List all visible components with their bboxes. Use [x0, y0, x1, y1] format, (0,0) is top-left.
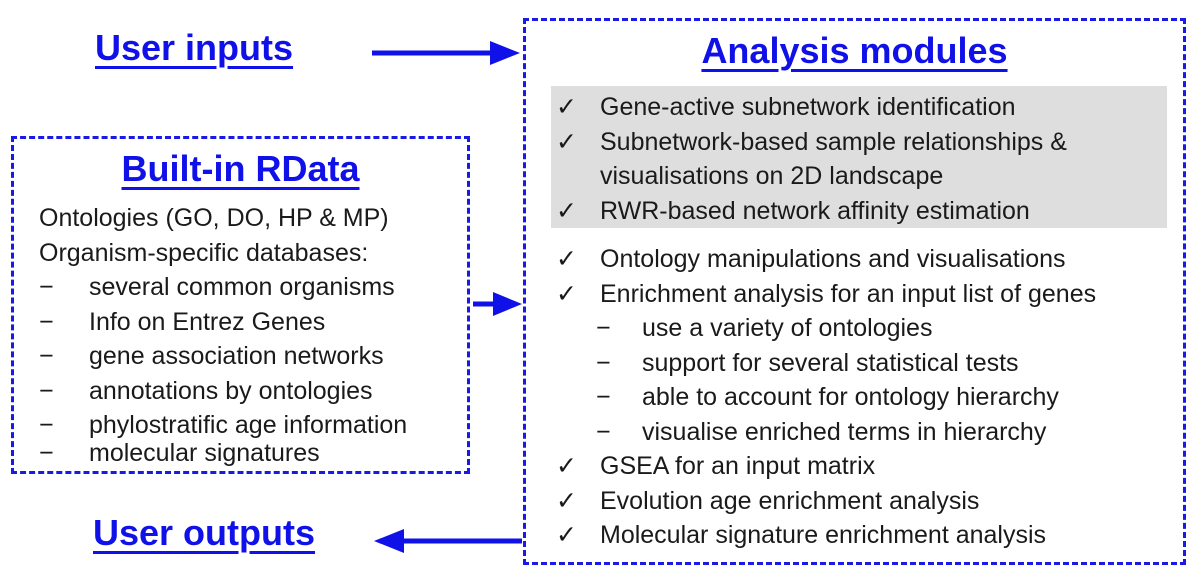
check-icon: ✓ [556, 486, 577, 515]
rdata-organism-line: Organism-specific databases: [39, 238, 369, 267]
rdata-item: − Info on Entrez Genes [39, 305, 325, 340]
module-item: ✓ Subnetwork-based sample relationships & [556, 125, 1067, 160]
rdata-item: − molecular signatures [39, 436, 320, 471]
rdata-item-label: annotations by ontologies [89, 376, 373, 405]
rdata-item: − phylostratific age information [39, 408, 407, 443]
rdata-to-modules-arrow [473, 292, 522, 316]
module-label: Subnetwork-based sample relationships & [600, 127, 1067, 156]
network-modules-highlight [551, 86, 1167, 228]
module-item: ✓ RWR-based network affinity estimation [556, 194, 1030, 229]
check-icon: ✓ [556, 279, 577, 308]
module-label: Evolution age enrichment analysis [600, 486, 980, 515]
dash-marker: − [596, 314, 611, 342]
modules-title: Analysis modules [701, 30, 1008, 71]
rdata-title: Built-in RData [121, 148, 360, 189]
analysis-modules-box: Analysis modules ✓ Gene-active subnetwork… [523, 18, 1186, 565]
inputs-to-modules-arrow [372, 41, 520, 65]
rdata-item-label: gene association networks [89, 342, 384, 370]
module-item: ✓ Enrichment analysis for an input list o… [556, 277, 1096, 312]
module-subitem: − visualise enriched terms in hierarchy [596, 415, 1046, 450]
rdata-item: − several common organisms [39, 270, 395, 305]
dash-marker: − [596, 348, 611, 377]
module-subitem: − able to account for ontology hierarchy [596, 380, 1059, 415]
dash-marker: − [39, 342, 54, 370]
user-outputs-heading: User outputs [93, 512, 316, 553]
rdata-ontologies-line: Ontologies (GO, DO, HP & MP) [39, 204, 389, 232]
rdata-item: − annotations by ontologies [39, 374, 373, 409]
module-label: GSEA for an input matrix [600, 452, 876, 480]
module-label: RWR-based network affinity estimation [600, 196, 1030, 225]
module-label: Ontology manipulations and visualisation… [600, 245, 1066, 273]
check-icon: ✓ [556, 93, 577, 121]
module-item: ✓ Evolution age enrichment analysis [556, 484, 979, 519]
module-item: ✓ Ontology manipulations and visualisatio… [556, 242, 1066, 277]
module-item: ✓ Gene-active subnetwork identification [556, 90, 1016, 125]
dash-marker: − [39, 376, 54, 405]
rdata-item-label: Info on Entrez Genes [89, 307, 326, 336]
module-sublabel: use a variety of ontologies [642, 314, 933, 342]
rdata-item: − gene association networks [39, 339, 384, 374]
module-sublabel: visualise enriched terms in hierarchy [642, 417, 1047, 446]
check-icon: ✓ [556, 245, 577, 273]
rdata-item-label: phylostratific age information [89, 411, 408, 439]
dash-marker: − [596, 383, 611, 411]
modules-to-outputs-arrow [374, 529, 522, 553]
module-label: Enrichment analysis for an input list of… [600, 279, 1097, 308]
rdata-box: Built-in RData Ontologies (GO, DO, HP & … [11, 136, 470, 474]
dash-marker: − [39, 273, 54, 301]
user-inputs-heading: User inputs [95, 27, 294, 68]
check-icon: ✓ [556, 196, 577, 225]
dash-marker: − [39, 439, 54, 467]
check-icon: ✓ [556, 127, 577, 156]
dash-marker: − [39, 411, 54, 439]
check-icon: ✓ [556, 521, 577, 549]
module-label-continuation: visualisations on 2D landscape [600, 162, 944, 190]
module-item: ✓ GSEA for an input matrix [556, 449, 875, 484]
module-label: Molecular signature enrichment analysis [600, 521, 1047, 549]
module-label: Gene-active subnetwork identification [600, 93, 1016, 121]
module-sublabel: able to account for ontology hierarchy [642, 383, 1059, 411]
module-subitem: − support for several statistical tests [596, 346, 1019, 381]
dash-marker: − [596, 417, 611, 446]
module-subitem: − use a variety of ontologies [596, 311, 932, 346]
module-item: ✓ Molecular signature enrichment analysis [556, 518, 1046, 553]
rdata-item-label: molecular signatures [89, 439, 320, 467]
check-icon: ✓ [556, 452, 577, 480]
module-sublabel: support for several statistical tests [642, 348, 1019, 377]
dash-marker: − [39, 307, 54, 336]
rdata-item-label: several common organisms [89, 273, 395, 301]
